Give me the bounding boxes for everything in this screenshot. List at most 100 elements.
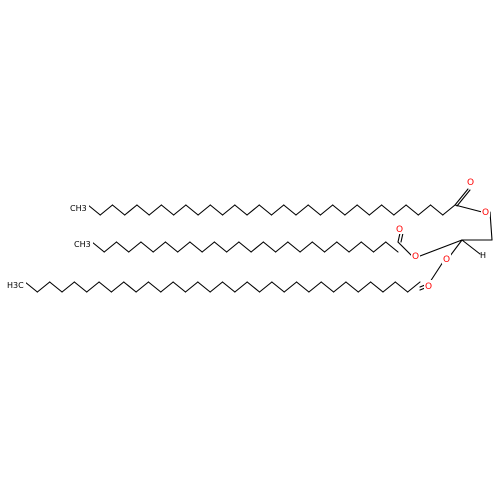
- chain-c-bond: [61, 281, 75, 293]
- chain-b-bond: [91, 241, 105, 253]
- chain-c-bond: [110, 281, 125, 293]
- chain-c-bond: [36, 281, 51, 293]
- chain-a-bond: [160, 204, 175, 216]
- atom-label-layer: CH3 CH3 H3C O O O O O O H: [6, 176, 490, 292]
- chain-b-bond: [336, 241, 350, 253]
- atom-label-ester-b-carbonyl-oxygen: O: [396, 225, 403, 235]
- chain-c-bond: [221, 281, 236, 293]
- chain-a-bond: [393, 204, 407, 216]
- chain-b-bond: [164, 241, 179, 253]
- chain-a-bond: [332, 204, 346, 216]
- chain-c-bond: [209, 281, 224, 293]
- chain-a-bond: [234, 204, 248, 216]
- atom-label-ester-a-ether-oxygen: O: [482, 208, 489, 218]
- chain-c-bond: [135, 281, 149, 293]
- chain-c-bond: [333, 281, 347, 293]
- chain-c-bond: [98, 281, 112, 293]
- chain-a-bond: [209, 204, 224, 216]
- chain-b-bond: [213, 241, 228, 253]
- chain-a-bond: [136, 204, 150, 216]
- bond-layer: [24, 188, 493, 293]
- chain-b-bond: [189, 241, 203, 253]
- glycerol-bond: [489, 211, 493, 241]
- chain-a-bond: [258, 204, 273, 216]
- chain-c-bond: [394, 281, 409, 293]
- chain-a-bond: [417, 204, 432, 216]
- chain-a-bond: [381, 204, 395, 216]
- chain-a-bond: [319, 204, 334, 216]
- ester-b-carbonyl-bond: [400, 232, 404, 243]
- chain-b-bond: [372, 241, 387, 253]
- chain-b-bond: [299, 241, 313, 253]
- chain-b-bond: [348, 241, 362, 253]
- chain-b-bond: [262, 241, 277, 253]
- chain-a-bond: [270, 204, 285, 216]
- chain-c-bond: [345, 281, 359, 293]
- glycerol-bond: [419, 239, 463, 257]
- chain-c-bond: [370, 281, 384, 293]
- atom-label-ester-a-carbonyl-oxygen: O: [467, 178, 474, 188]
- chain-c-bond: [234, 281, 248, 293]
- chain-c-bond: [308, 281, 322, 293]
- chain-b-bond: [275, 241, 289, 253]
- chain-b-bond: [250, 241, 264, 253]
- chain-a-bond: [356, 204, 370, 216]
- atom-label-stereo-hydrogen: H: [480, 251, 486, 260]
- chain-c-bond: [296, 281, 310, 293]
- chain-c-bond: [197, 281, 211, 293]
- atom-label-chain-c-terminal: H3C: [7, 281, 24, 290]
- chain-c-bond: [172, 281, 187, 293]
- chain-b-bond: [103, 241, 118, 253]
- chain-a-bond: [148, 204, 162, 216]
- chain-b-bond: [201, 241, 215, 253]
- chain-a-bond: [429, 204, 444, 216]
- chain-b-bond: [287, 241, 301, 253]
- chain-b-bond: [238, 241, 252, 253]
- chain-c-bond: [123, 281, 137, 293]
- chain-a-bond: [124, 204, 138, 216]
- chain-a-bond: [222, 204, 236, 216]
- chain-a-bond: [344, 204, 358, 216]
- chain-c-bond: [147, 281, 162, 293]
- atom-label-chain-a-terminal: CH3: [70, 204, 87, 213]
- ester-b-ether-bond: [397, 241, 413, 257]
- chain-a-bond: [295, 204, 309, 216]
- chain-b-bond: [140, 241, 154, 253]
- chain-c-bond: [407, 281, 421, 293]
- chain-a-bond: [442, 204, 456, 216]
- chain-b-bond: [324, 241, 338, 253]
- chain-a-bond: [283, 204, 297, 216]
- chain-c-bond: [382, 281, 396, 293]
- chain-a-bond: [307, 204, 321, 216]
- chain-b-bond: [152, 241, 166, 253]
- chain-b-bond: [115, 241, 130, 253]
- ester-a-ether-bond: [454, 204, 483, 213]
- chain-c-bond: [160, 281, 174, 293]
- chain-b-bond: [311, 241, 326, 253]
- chain-c-bond: [49, 281, 63, 293]
- ester-b-carbonyl-bond: [397, 232, 401, 243]
- chain-a-bond: [368, 204, 383, 216]
- chain-a-bond: [173, 204, 187, 216]
- atom-label-ester-b-ether-oxygen: O: [412, 252, 419, 262]
- chain-c-bond: [258, 281, 273, 293]
- chain-a-bond: [99, 204, 114, 216]
- chain-c-bond: [271, 281, 285, 293]
- stereo-bond: [461, 239, 481, 255]
- chain-c-bond: [73, 281, 88, 293]
- chain-a-bond: [111, 204, 126, 216]
- chain-b-bond: [177, 241, 191, 253]
- chain-a-bond: [87, 204, 101, 216]
- chain-b-bond: [360, 241, 375, 253]
- chain-a-bond: [185, 204, 199, 216]
- atom-label-ester-c-carbonyl-oxygen: O: [425, 282, 432, 292]
- chain-c-bond: [184, 281, 199, 293]
- ester-a-carbonyl-bond: [456, 189, 471, 207]
- ester-a-carbonyl-bond: [454, 188, 469, 206]
- glycerol-bond: [449, 239, 463, 257]
- chain-a-bond: [405, 204, 419, 216]
- chain-b-bond: [385, 241, 399, 253]
- chain-b-bond: [128, 241, 142, 253]
- atom-label-chain-b-terminal: CH3: [74, 240, 91, 249]
